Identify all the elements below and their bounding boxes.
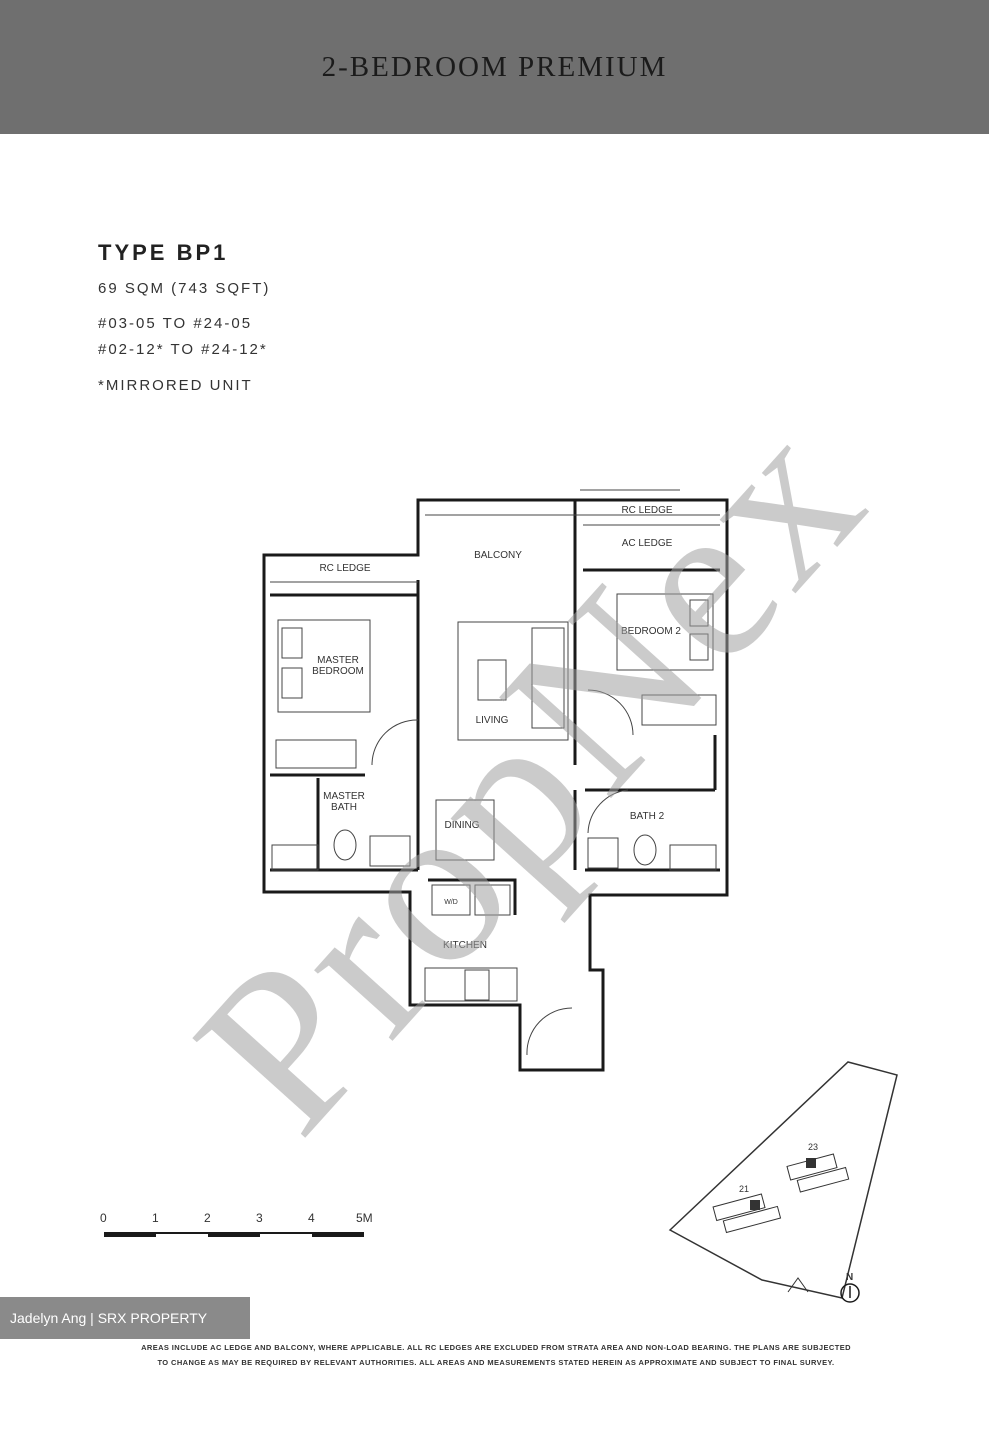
coffee-table	[477, 659, 507, 701]
shower	[669, 844, 717, 871]
kitchen-label: KITCHEN	[443, 940, 487, 951]
bedroom2-bed	[616, 593, 714, 671]
header-banner: 2-BEDROOM PREMIUM	[0, 0, 989, 134]
rc-ledge-label: RC LEDGE	[621, 505, 672, 516]
keyplan-block-label: 23	[808, 1142, 818, 1152]
scale-tick-label: 2	[204, 1211, 211, 1225]
key-plan: 21 23 N	[668, 1061, 898, 1303]
wardrobe	[641, 694, 717, 726]
master-bed	[277, 619, 371, 713]
agent-credit: Jadelyn Ang | SRX PROPERTY	[0, 1297, 250, 1339]
entrance-door	[526, 1007, 573, 1056]
bedroom2-label: BEDROOM 2	[621, 626, 681, 637]
scale-tick-label: 1	[152, 1211, 159, 1225]
disclaimer-line: TO CHANGE AS MAY BE REQUIRED BY RELEVANT…	[157, 1358, 835, 1367]
sofa	[531, 627, 565, 729]
unit-type-title: TYPE BP1	[98, 240, 229, 265]
master-bath-label: BATH	[331, 802, 357, 813]
internal-wall	[428, 878, 517, 915]
unit-range-list: #03-05 TO #24-05 #02-12* TO #24-12*	[98, 311, 270, 363]
scale-bar: 0 1 2 3 4 5M	[100, 1211, 373, 1237]
toilet	[333, 829, 357, 861]
north-arrow-icon	[840, 1283, 860, 1303]
master-bath-label: MASTER	[323, 791, 365, 802]
outer-wall	[262, 498, 729, 1072]
scale-tick-label: 3	[256, 1211, 263, 1225]
disclaimer: AREAS INCLUDE AC LEDGE AND BALCONY, WHER…	[96, 1340, 896, 1370]
sink	[474, 884, 511, 916]
door-swing	[587, 689, 634, 736]
toilet	[633, 834, 657, 866]
washer-dryer-label: W/D	[444, 899, 458, 906]
basin	[369, 835, 411, 867]
rc-ledge-label: RC LEDGE	[319, 563, 370, 574]
mirrored-unit-note: *MIRRORED UNIT	[98, 377, 253, 394]
door-swing	[587, 789, 629, 834]
dining-table	[435, 799, 495, 861]
scale-tick-label: 4	[308, 1211, 315, 1225]
unit-range: #02-12* TO #24-12*	[98, 341, 268, 358]
page-title: 2-BEDROOM PREMIUM	[321, 50, 668, 83]
basin	[587, 837, 619, 869]
master-bedroom-label: BEDROOM	[312, 666, 364, 677]
north-label: N	[846, 1272, 853, 1283]
dining-label: DINING	[445, 820, 480, 831]
unit-area: 69 SQM (743 SQFT)	[98, 280, 271, 297]
unit-info: TYPE BP1 69 SQM (743 SQFT) #03-05 TO #24…	[98, 240, 270, 394]
scale-tick-label: 5M	[356, 1211, 373, 1225]
living-room-rug	[457, 621, 569, 741]
washer-dryer	[431, 884, 471, 916]
master-bedroom-label: MASTER	[317, 655, 359, 666]
keyplan-block-label: 21	[739, 1184, 749, 1194]
unit-range: #03-05 TO #24-05	[98, 315, 253, 332]
door-swing	[371, 719, 419, 766]
ac-ledge-label: AC LEDGE	[622, 538, 673, 549]
bath2-label: BATH 2	[630, 811, 665, 822]
fridge	[464, 969, 490, 1001]
counter	[424, 967, 518, 1002]
living-label: LIVING	[476, 715, 509, 726]
scale-tick-label: 0	[100, 1211, 107, 1225]
balcony-label: BALCONY	[474, 550, 522, 561]
disclaimer-line: AREAS INCLUDE AC LEDGE AND BALCONY, WHER…	[141, 1343, 851, 1352]
wardrobe	[275, 739, 357, 769]
shower	[271, 844, 319, 871]
